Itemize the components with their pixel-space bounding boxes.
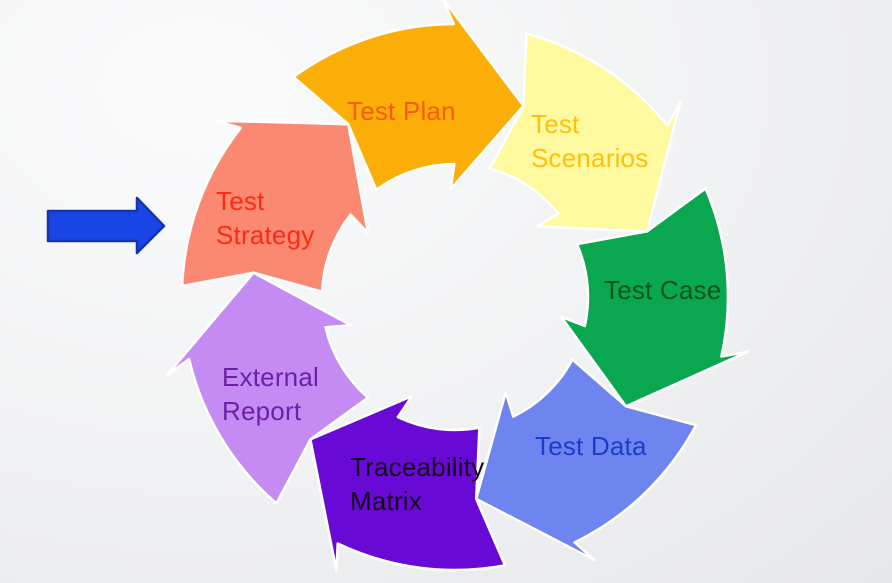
label-test-plan: Test Plan — [347, 94, 456, 128]
cycle-arrow-test-data — [474, 358, 698, 562]
label-line: Test — [216, 186, 265, 216]
cycle-arrow-test-plan — [292, 0, 525, 192]
label-line: Test Plan — [347, 96, 456, 126]
label-line: Traceability — [350, 452, 485, 482]
label-line: Test Data — [535, 431, 647, 461]
label-line: Test Case — [604, 275, 722, 305]
cycle-arrow-traceability-matrix — [309, 394, 507, 572]
label-line: Matrix — [350, 486, 422, 516]
cycle-arrow-test-scenarios — [488, 32, 682, 233]
cycle-arrow-test-case — [559, 187, 750, 408]
label-test-data: Test Data — [535, 429, 647, 463]
label-test-case: Test Case — [604, 273, 721, 307]
label-line: Scenarios — [531, 143, 649, 173]
label-line: Strategy — [216, 220, 315, 250]
label-line: Test — [531, 109, 580, 139]
label-line: Report — [222, 396, 302, 426]
entry-arrow-icon — [46, 196, 166, 255]
label-line: External — [222, 362, 319, 392]
cycle-arrow-external-report — [166, 271, 370, 505]
cycle-arrow-test-strategy — [180, 119, 370, 293]
